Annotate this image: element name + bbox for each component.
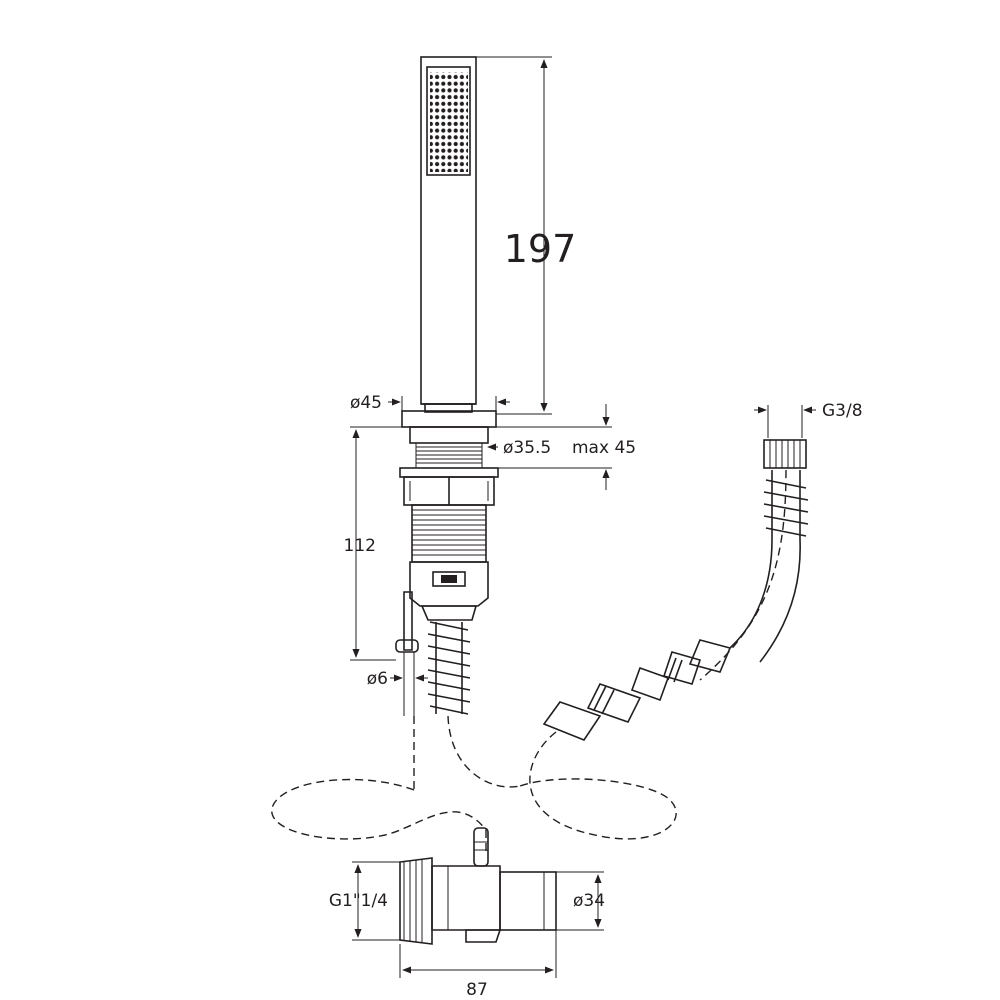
small-diameter-label: ø6	[367, 669, 388, 689]
handset-length-label: 197	[504, 227, 577, 271]
max-thickness-label: max 45	[572, 438, 636, 458]
outlet-diameter-label: ø34	[573, 891, 605, 911]
dimension-lines	[350, 56, 816, 978]
hand-shower	[420, 56, 477, 413]
flange-diameter-label: ø45	[350, 393, 382, 413]
mounting-body	[395, 410, 499, 715]
thread-diameter-label: ø35.5	[503, 438, 551, 458]
outlet-thread-label: G1"1/4	[329, 891, 388, 911]
outlet-length-label: 87	[466, 980, 488, 1000]
body-length-label: 112	[344, 536, 376, 556]
outlet-fitting	[399, 827, 557, 945]
shower-hose	[271, 439, 809, 852]
hose-thread-label: G3/8	[822, 401, 863, 421]
